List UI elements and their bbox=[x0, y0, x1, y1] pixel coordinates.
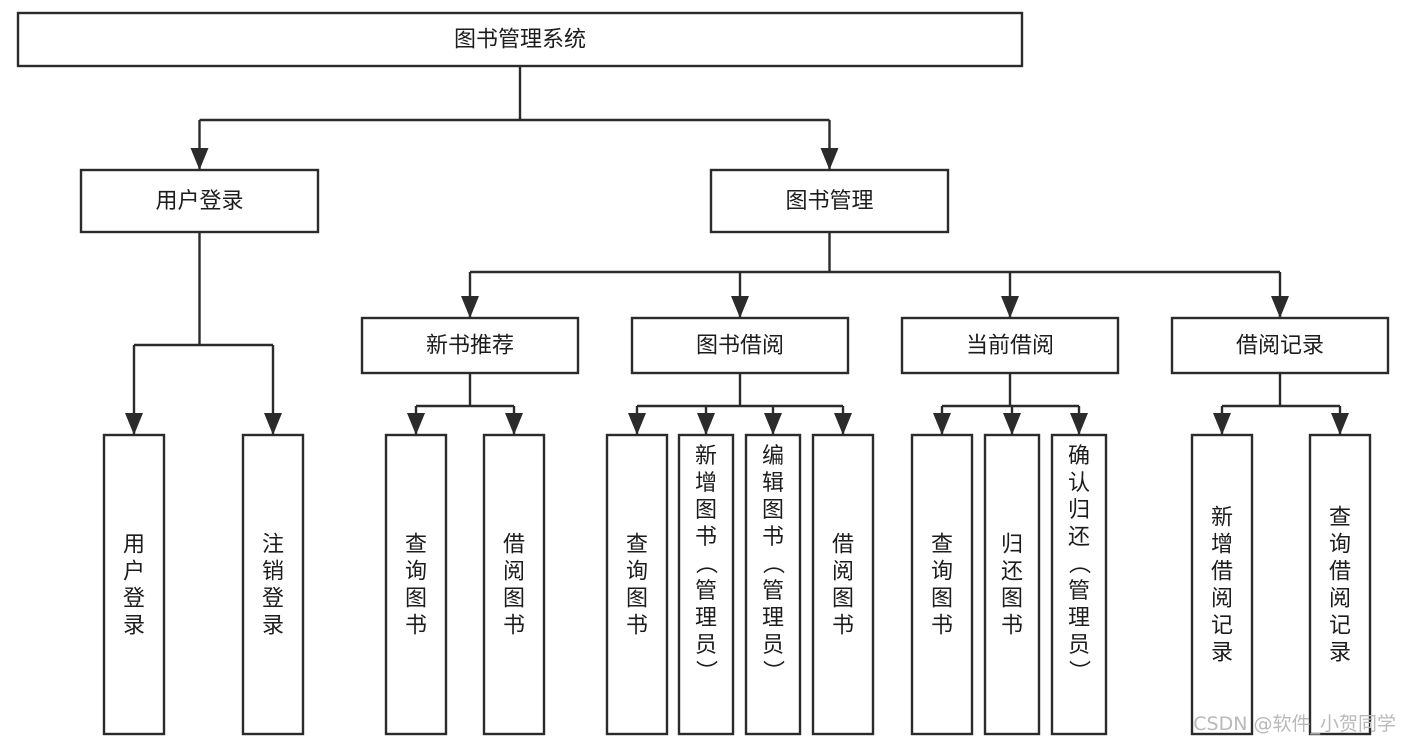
node-new-book-recommend[interactable]: 新书推荐 bbox=[360, 316, 580, 375]
node-borrow-record[interactable]: 借阅记录 bbox=[1170, 316, 1390, 375]
arrow-head-icon-leaf-borrow-book bbox=[834, 413, 852, 435]
node-label-leaf-return-book: 归还图书 bbox=[1001, 533, 1023, 639]
node-box-leaf-edit-book bbox=[744, 433, 802, 736]
node-layer: 图书管理系统用户登录图书管理新书推荐图书借阅当前借阅借阅记录用户登录注销登录查询… bbox=[16, 11, 1390, 736]
node-label-leaf-edit-book: 编辑图书（管理员） bbox=[762, 444, 785, 685]
node-box-user-login bbox=[79, 168, 320, 234]
arrow-head-icon-leaf-add-borrow-record bbox=[1213, 413, 1231, 435]
node-leaf-borrow-book[interactable]: 借阅图书 bbox=[811, 433, 875, 736]
node-label-leaf-confirm-return: 确认归还（管理员） bbox=[1068, 444, 1091, 685]
node-leaf-logout[interactable]: 注销登录 bbox=[241, 433, 305, 736]
arrow-head-icon-leaf-add-book bbox=[697, 413, 715, 435]
node-leaf-query-book-borrow[interactable]: 查询图书 bbox=[605, 433, 669, 736]
node-label-leaf-borrow-book-recommend: 借阅图书 bbox=[503, 533, 525, 639]
node-label-leaf-user-login: 用户登录 bbox=[123, 533, 145, 639]
node-box-leaf-return-book bbox=[983, 433, 1041, 736]
arrow-head-icon-leaf-borrow-book-recommend bbox=[505, 413, 523, 435]
arrow-head-icon-leaf-query-borrow-record bbox=[1331, 413, 1349, 435]
node-leaf-confirm-return[interactable]: 确认归还（管理员） bbox=[1050, 433, 1108, 736]
node-box-book-borrow bbox=[630, 316, 850, 375]
arrow-head-icon-leaf-edit-book bbox=[764, 413, 782, 435]
node-label-leaf-query-book-borrow: 查询图书 bbox=[626, 533, 648, 639]
node-leaf-add-book[interactable]: 新增图书（管理员） bbox=[677, 433, 735, 736]
node-leaf-user-login[interactable]: 用户登录 bbox=[102, 433, 166, 736]
node-label-leaf-add-borrow-record: 新增借阅记录 bbox=[1211, 506, 1233, 666]
node-box-new-book-recommend bbox=[360, 316, 580, 375]
node-leaf-query-book-current[interactable]: 查询图书 bbox=[910, 433, 974, 736]
node-label-leaf-borrow-book: 借阅图书 bbox=[832, 533, 854, 639]
arrow-head-icon-leaf-query-book-recommend bbox=[407, 413, 425, 435]
node-box-leaf-borrow-book bbox=[811, 433, 875, 736]
arrow-head-icon-book-borrow bbox=[731, 296, 749, 318]
node-box-current-borrow bbox=[900, 316, 1120, 375]
node-root[interactable]: 图书管理系统 bbox=[16, 11, 1024, 68]
node-label-user-login: 用户登录 bbox=[155, 189, 243, 214]
node-box-leaf-borrow-book-recommend bbox=[482, 433, 546, 736]
node-leaf-query-book-recommend[interactable]: 查询图书 bbox=[384, 433, 448, 736]
node-label-new-book-recommend: 新书推荐 bbox=[426, 334, 514, 359]
node-label-leaf-query-borrow-record: 查询借阅记录 bbox=[1329, 506, 1351, 666]
node-label-root: 图书管理系统 bbox=[454, 28, 586, 53]
arrow-head-icon-book-manage bbox=[820, 148, 839, 170]
node-box-root bbox=[16, 11, 1024, 68]
node-label-borrow-record: 借阅记录 bbox=[1236, 334, 1324, 359]
node-box-leaf-confirm-return bbox=[1050, 433, 1108, 736]
node-user-login[interactable]: 用户登录 bbox=[79, 168, 320, 234]
arrow-head-icon-leaf-return-book bbox=[1003, 413, 1021, 435]
node-label-leaf-query-book-current: 查询图书 bbox=[931, 533, 953, 639]
node-leaf-return-book[interactable]: 归还图书 bbox=[983, 433, 1041, 736]
node-label-leaf-logout: 注销登录 bbox=[262, 533, 284, 639]
node-box-leaf-add-book bbox=[677, 433, 735, 736]
node-leaf-borrow-book-recommend[interactable]: 借阅图书 bbox=[482, 433, 546, 736]
node-box-leaf-query-book-current bbox=[910, 433, 974, 736]
node-label-book-borrow: 图书借阅 bbox=[696, 334, 784, 359]
node-book-manage[interactable]: 图书管理 bbox=[709, 168, 950, 234]
node-label-book-manage: 图书管理 bbox=[785, 189, 873, 214]
node-leaf-add-borrow-record[interactable]: 新增借阅记录 bbox=[1190, 433, 1254, 736]
node-book-borrow[interactable]: 图书借阅 bbox=[630, 316, 850, 375]
node-leaf-query-borrow-record[interactable]: 查询借阅记录 bbox=[1308, 433, 1372, 736]
connector-layer bbox=[125, 66, 1349, 435]
arrow-head-icon-leaf-confirm-return bbox=[1070, 413, 1088, 435]
node-current-borrow[interactable]: 当前借阅 bbox=[900, 316, 1120, 375]
arrow-head-icon-borrow-record bbox=[1271, 296, 1289, 318]
node-box-leaf-query-book-recommend bbox=[384, 433, 448, 736]
arrow-head-icon-current-borrow bbox=[1001, 296, 1019, 318]
arrow-head-icon-user-login bbox=[190, 148, 209, 170]
node-label-current-borrow: 当前借阅 bbox=[966, 334, 1054, 359]
node-box-leaf-add-borrow-record bbox=[1190, 433, 1254, 736]
node-box-book-manage bbox=[709, 168, 950, 234]
node-box-leaf-user-login bbox=[102, 433, 166, 736]
node-label-leaf-query-book-recommend: 查询图书 bbox=[405, 533, 427, 639]
arrow-head-icon-leaf-user-login bbox=[125, 413, 143, 435]
csdn-watermark: CSDN @软件_小贺同学 bbox=[1193, 713, 1396, 735]
arrow-head-icon-new-book-recommend bbox=[461, 296, 479, 318]
node-box-leaf-query-borrow-record bbox=[1308, 433, 1372, 736]
node-label-leaf-add-book: 新增图书（管理员） bbox=[695, 444, 718, 685]
arrow-head-icon-leaf-query-book-borrow bbox=[628, 413, 646, 435]
node-box-leaf-query-book-borrow bbox=[605, 433, 669, 736]
node-box-borrow-record bbox=[1170, 316, 1390, 375]
node-box-leaf-logout bbox=[241, 433, 305, 736]
arrow-head-icon-leaf-query-book-current bbox=[933, 413, 951, 435]
node-leaf-edit-book[interactable]: 编辑图书（管理员） bbox=[744, 433, 802, 736]
arrow-head-icon-leaf-logout bbox=[264, 413, 282, 435]
